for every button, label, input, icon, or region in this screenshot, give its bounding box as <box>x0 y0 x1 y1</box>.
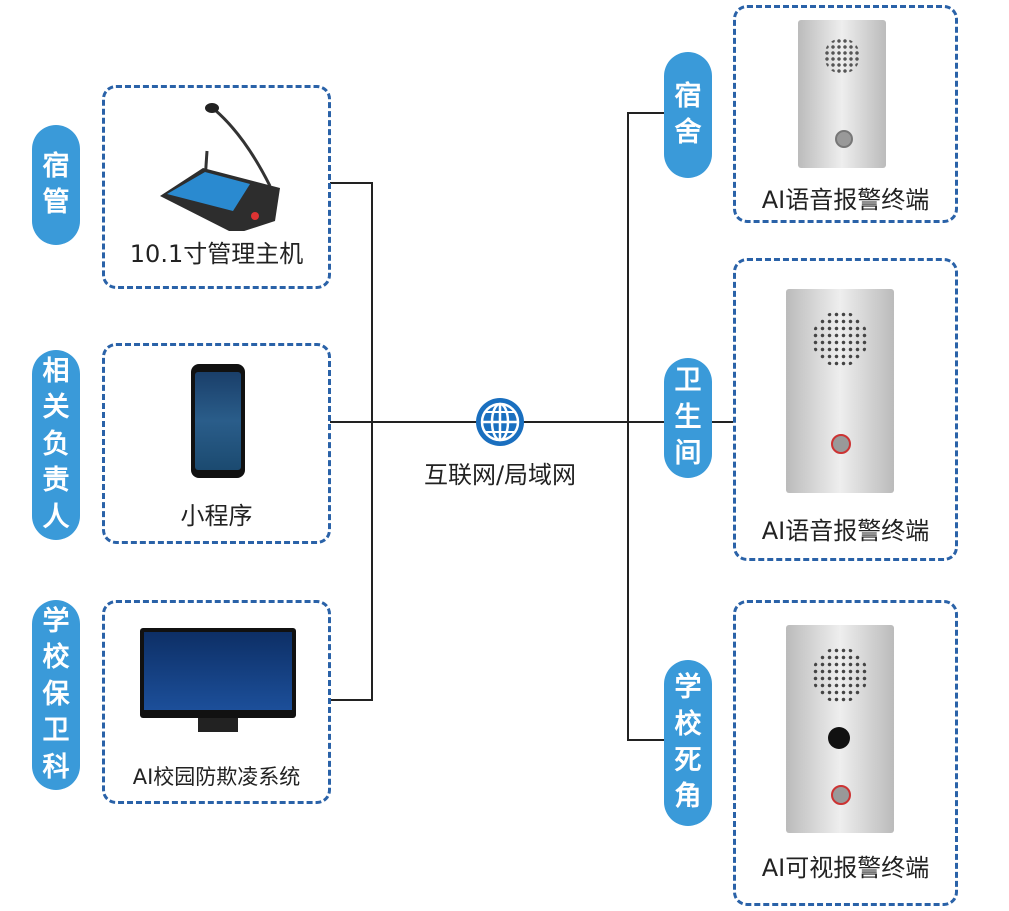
device-box-anti-bullying-system: AI校园防欺凌系统 <box>102 600 331 804</box>
monitor-image <box>140 628 296 732</box>
device-caption: 10.1寸管理主机 <box>129 240 304 268</box>
device-caption: 小程序 <box>180 502 253 530</box>
role-pill-dormitory: 宿舍 <box>664 52 712 178</box>
device-box-mini-program: 小程序 <box>102 343 331 544</box>
role-label: 宿管 <box>42 150 70 218</box>
role-pill-responsible-person: 相关负责人 <box>32 350 80 540</box>
globe-icon <box>476 398 524 446</box>
device-caption: AI语音报警终端 <box>761 517 930 545</box>
role-label: 卫生间 <box>674 365 702 470</box>
role-pill-dorm-manager: 宿管 <box>32 125 80 245</box>
role-label: 相关负责人 <box>42 355 70 533</box>
device-box-video-alarm-blind-spot: AI可视报警终端 <box>733 600 958 906</box>
device-caption: AI校园防欺凌系统 <box>132 765 301 789</box>
device-box-voice-alarm-dorm: AI语音报警终端 <box>733 5 958 223</box>
role-label: 学校保卫科 <box>42 605 70 783</box>
role-label: 学校死角 <box>674 672 702 813</box>
voice-alarm-terminal-image <box>798 20 886 168</box>
device-caption: AI可视报警终端 <box>761 854 930 882</box>
voice-alarm-terminal-image <box>786 289 894 493</box>
role-pill-security: 学校保卫科 <box>32 600 80 790</box>
management-host-image <box>160 103 280 231</box>
network-label: 互联网/局域网 <box>423 461 577 489</box>
role-label: 宿舍 <box>674 80 702 148</box>
role-pill-restroom: 卫生间 <box>664 358 712 478</box>
video-alarm-terminal-image <box>786 625 894 833</box>
device-box-management-host: 10.1寸管理主机 <box>102 85 331 289</box>
role-pill-blind-spot: 学校死角 <box>664 660 712 826</box>
device-caption: AI语音报警终端 <box>761 186 930 214</box>
device-box-voice-alarm-restroom: AI语音报警终端 <box>733 258 958 561</box>
smartphone-image <box>191 364 245 478</box>
